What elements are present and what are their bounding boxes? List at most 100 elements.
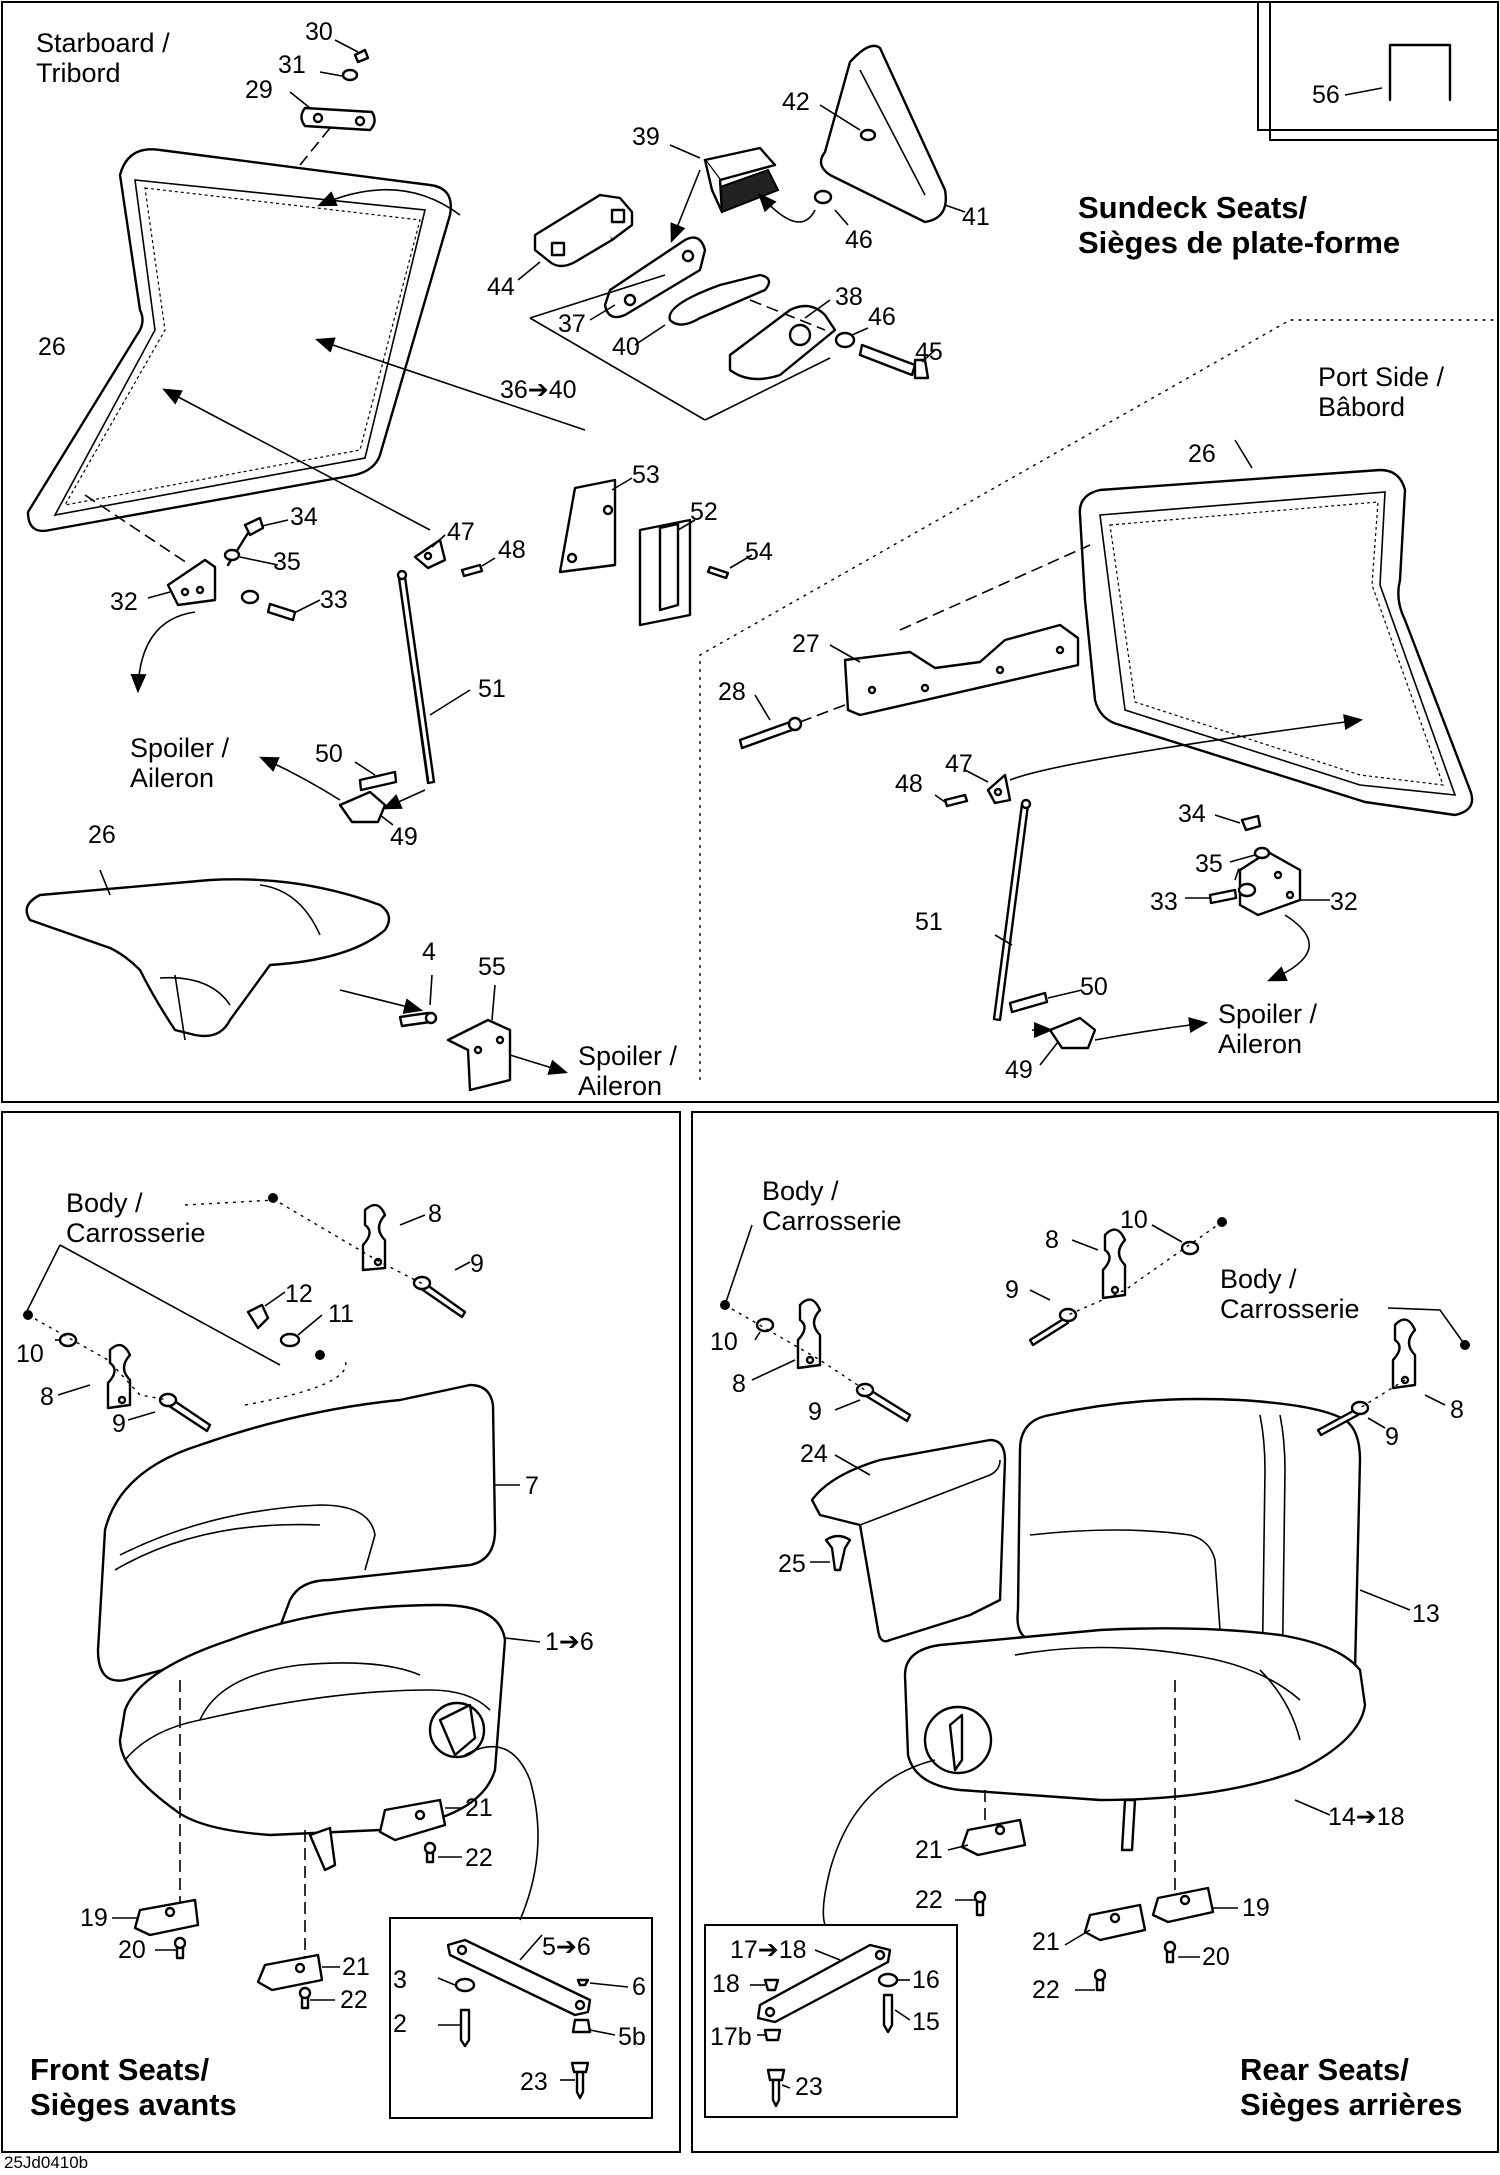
callout: 42 xyxy=(782,88,810,116)
callout: 22 xyxy=(340,1986,368,2014)
callout: 49 xyxy=(1005,1056,1033,1084)
callout: 37 xyxy=(558,310,586,338)
rear-detail-inset xyxy=(704,1924,958,2118)
callout: 46 xyxy=(868,303,896,331)
callout: 41 xyxy=(962,203,990,231)
hinge-32 xyxy=(130,516,321,694)
callout: 16 xyxy=(912,1966,940,1994)
rear-text: Body / Carrosserie Body / Carrosserie Re… xyxy=(762,1176,1462,2122)
callout: 9 xyxy=(1385,1423,1399,1451)
callout: 22 xyxy=(915,1886,943,1914)
rear-body-label-1: Body / xyxy=(762,1176,839,1206)
callout: 25 xyxy=(778,1550,806,1578)
port-label-fr: Bâbord xyxy=(1318,392,1405,422)
callout: 8 xyxy=(732,1370,746,1398)
spoiler-label-3-fr: Aileron xyxy=(1218,1029,1302,1059)
callout: 10 xyxy=(1120,1206,1148,1234)
front-detail-inset xyxy=(389,1917,653,2119)
callout: 48 xyxy=(498,536,526,564)
callout: 30 xyxy=(305,18,333,46)
port-label: Port Side / xyxy=(1318,362,1445,392)
callout: 36➔40 xyxy=(500,376,577,404)
starboard-backrest xyxy=(26,148,586,566)
callout: 17b xyxy=(710,2023,752,2051)
bracket-44 xyxy=(517,193,634,281)
front-title-fr: Sièges avants xyxy=(30,2087,237,2122)
callout: 44 xyxy=(487,273,515,301)
callout: 8 xyxy=(428,1200,442,1228)
callout: 23 xyxy=(520,2068,548,2096)
rear-body-label-2-fr: Carrosserie xyxy=(1220,1294,1360,1324)
callout: 22 xyxy=(465,1844,493,1872)
latch-39 xyxy=(669,144,816,243)
callout: 54 xyxy=(745,538,773,566)
callout: 23 xyxy=(795,2073,823,2101)
starboard-label-fr: Tribord xyxy=(36,58,121,88)
sundeck-text: Starboard / Tribord Sundeck Seats/ Siège… xyxy=(36,28,1445,1101)
strut-assembly-port xyxy=(934,714,1364,1066)
rear-body-label-1-fr: Carrosserie xyxy=(762,1206,902,1236)
front-brackets-8-9 xyxy=(23,1193,471,1433)
rear-armrest-24 xyxy=(810,1438,1007,1643)
callout: 20 xyxy=(1202,1943,1230,1971)
callout: 40 xyxy=(612,333,640,361)
callout: 38 xyxy=(835,283,863,311)
bracket-29 xyxy=(289,39,376,166)
callout: 35 xyxy=(273,548,301,576)
strap-41 xyxy=(813,44,966,226)
callout: 28 xyxy=(718,678,746,706)
callout: 32 xyxy=(110,588,138,616)
callout: 34 xyxy=(290,503,318,531)
callout: 5➔6 xyxy=(542,1933,591,1961)
callout: 9 xyxy=(470,1250,484,1278)
callout: 56 xyxy=(1312,81,1340,109)
callout: 55 xyxy=(478,953,506,981)
spoiler-label-2: Spoiler / xyxy=(578,1041,678,1071)
spoiler-label-1: Spoiler / xyxy=(130,733,230,763)
callout: 22 xyxy=(1032,1976,1060,2004)
callout: 39 xyxy=(632,123,660,151)
hinge-53-52 xyxy=(558,477,753,627)
callout: 21 xyxy=(465,1794,493,1822)
latch-38 xyxy=(728,299,936,381)
front-seat-cushion xyxy=(118,1603,541,1960)
spoiler-label-3: Spoiler / xyxy=(1218,999,1318,1029)
callout: 8 xyxy=(1045,1226,1059,1254)
callout: 18 xyxy=(712,1970,740,1998)
callout: 8 xyxy=(1450,1396,1464,1424)
callouts-rear: 10 8 9 10 8 9 8 9 24 25 13 14➔18 21 22 2… xyxy=(710,1206,1464,2101)
rear-fasteners xyxy=(947,1818,1238,1992)
callout: 14➔18 xyxy=(1328,1803,1405,1831)
callout: 47 xyxy=(447,518,475,546)
spoiler-label-1-fr: Aileron xyxy=(130,763,214,793)
callout: 20 xyxy=(118,1936,146,1964)
callout: 48 xyxy=(895,770,923,798)
callout: 17➔18 xyxy=(730,1936,807,1964)
sundeck-cushion xyxy=(25,869,569,1092)
callout: 52 xyxy=(690,498,718,526)
callouts-front: 8 9 12 11 10 8 9 7 1➔6 21 22 19 20 21 22… xyxy=(16,1200,646,2096)
callouts-sundeck-cushion: 26 4 55 xyxy=(88,821,506,981)
callout: 51 xyxy=(915,908,943,936)
callout: 27 xyxy=(792,630,820,658)
callout: 50 xyxy=(315,740,343,768)
callout: 47 xyxy=(945,750,973,778)
callouts-sundeck-port: 26 27 28 47 48 34 35 32 33 51 50 49 xyxy=(718,440,1358,1084)
sundeck-title-fr: Sièges de plate-forme xyxy=(1078,225,1400,260)
callout: 3 xyxy=(393,1966,407,1994)
callout: 50 xyxy=(1080,973,1108,1001)
starboard-label: Starboard / xyxy=(36,28,170,58)
callout: 9 xyxy=(808,1398,822,1426)
staple-part-56 xyxy=(1344,43,1452,102)
callout: 19 xyxy=(80,1904,108,1932)
rear-title-fr: Sièges arrières xyxy=(1240,2087,1462,2122)
callout: 9 xyxy=(1005,1276,1019,1304)
front-body-label-fr: Carrosserie xyxy=(66,1218,206,1248)
callout: 29 xyxy=(245,76,273,104)
port-hinge-32 xyxy=(1185,814,1330,982)
callout: 10 xyxy=(16,1340,44,1368)
callout: 6 xyxy=(632,1973,646,2001)
callout: 13 xyxy=(1412,1600,1440,1628)
callout: 26 xyxy=(88,821,116,849)
callout: 53 xyxy=(632,461,660,489)
